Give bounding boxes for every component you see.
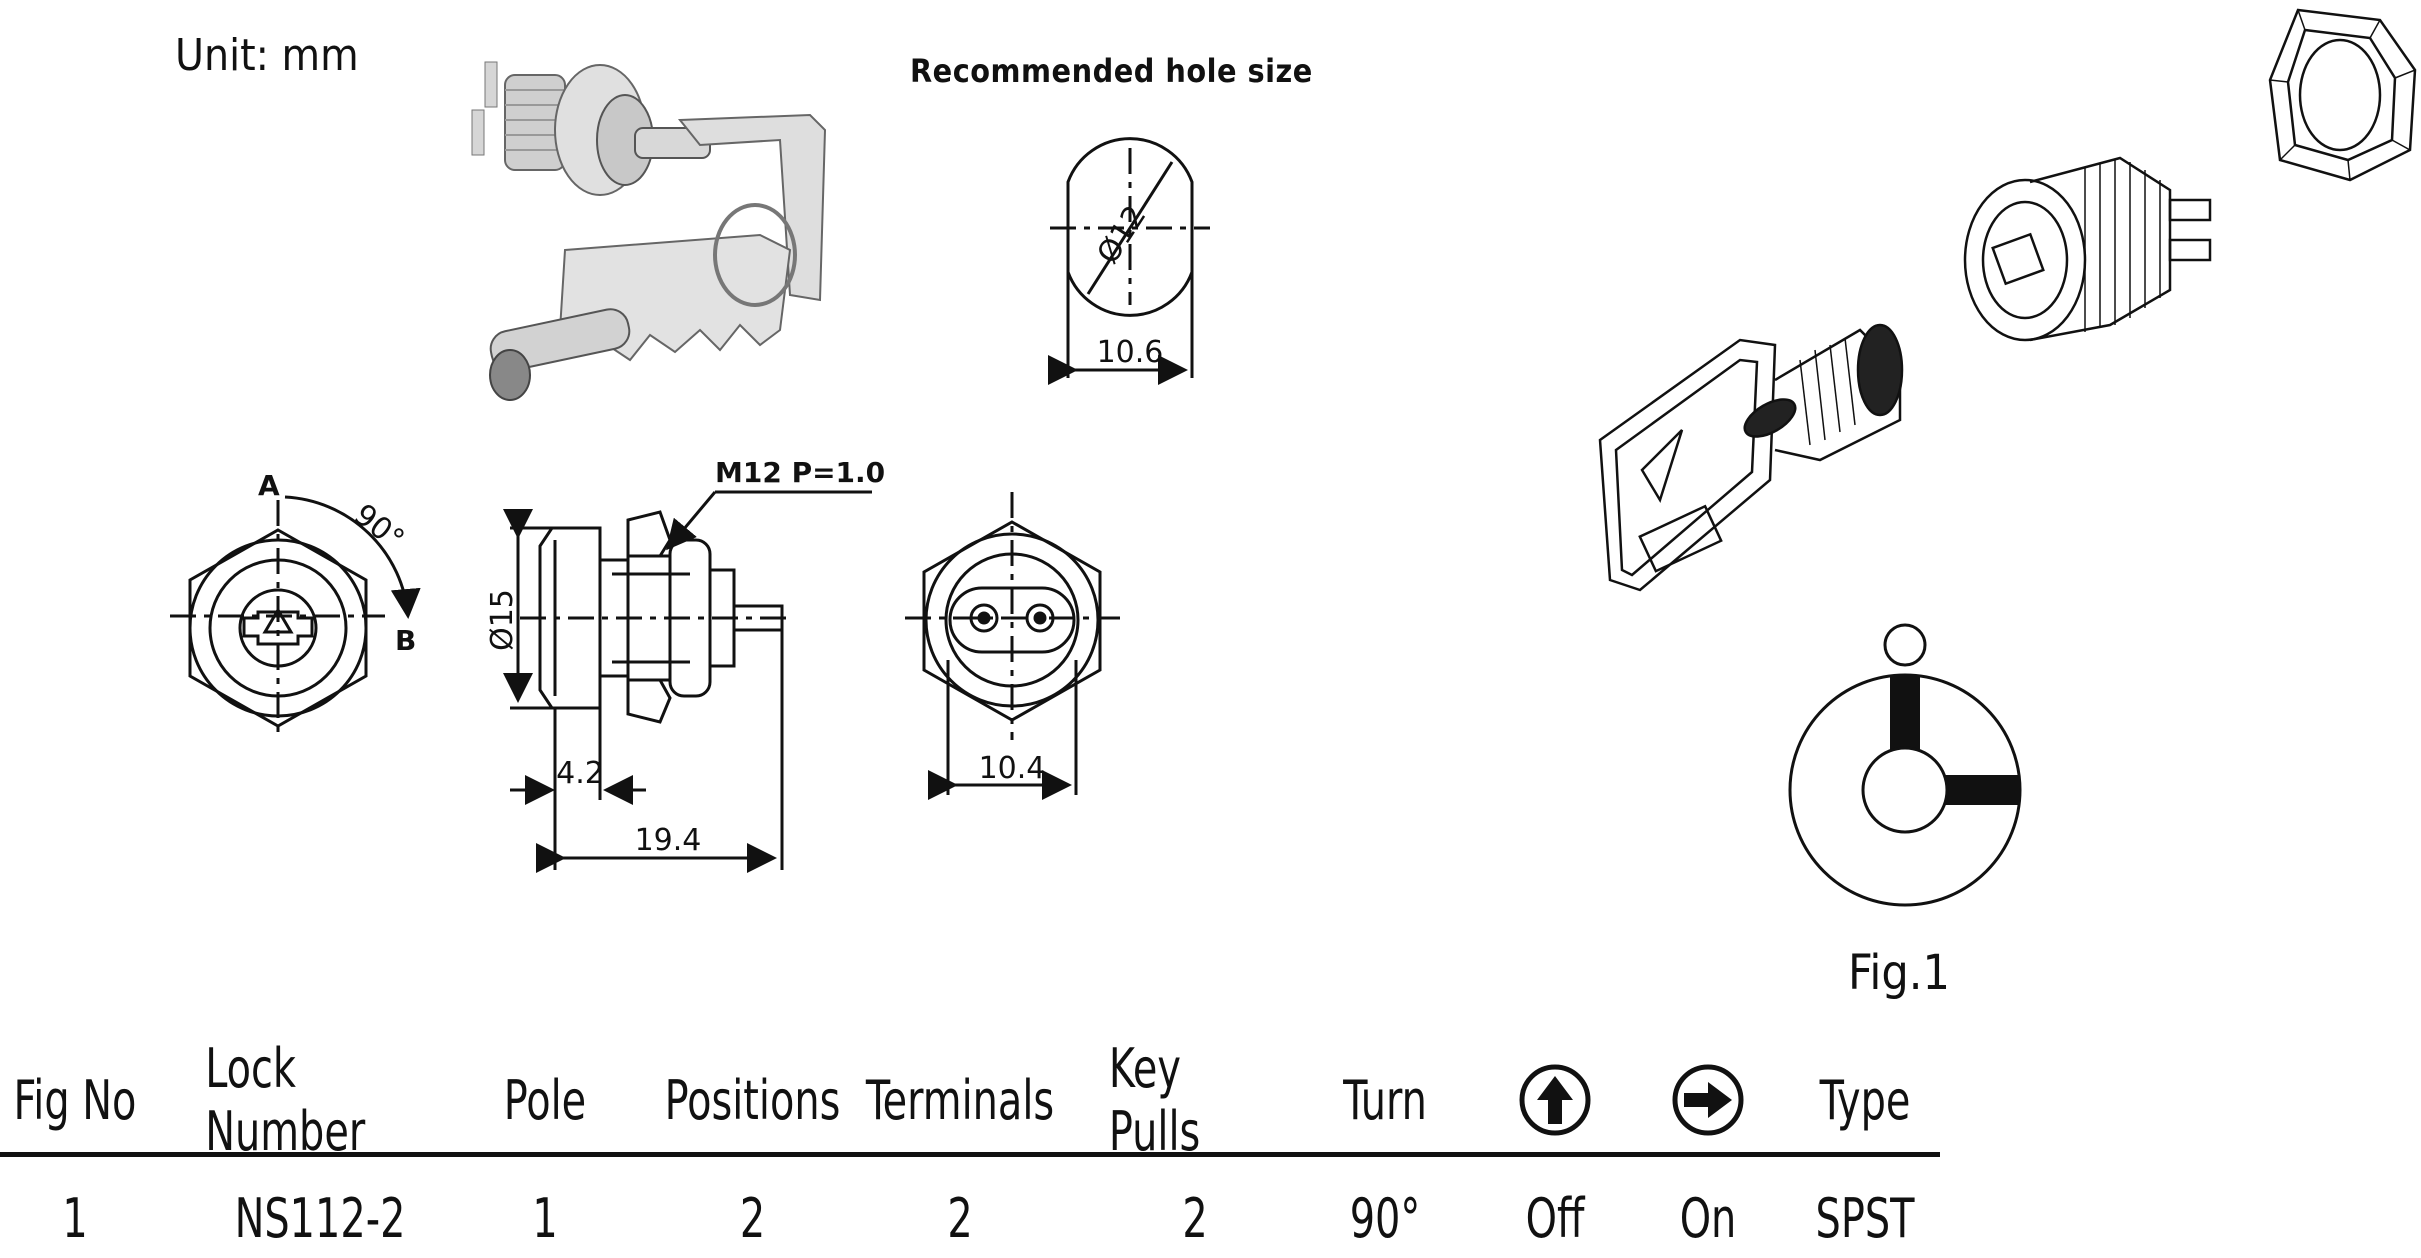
cell-key-pulls: 2 — [1182, 1186, 1208, 1250]
terminal-width-label: 10.4 — [979, 751, 1046, 786]
position-b-label: B — [395, 624, 416, 657]
recommended-hole-title: Recommended hole size — [910, 52, 1313, 90]
cell-turn: 90° — [1349, 1186, 1421, 1250]
side-view-drawing — [503, 490, 872, 873]
switch-position-diagram — [1788, 623, 2022, 907]
cell-pole: 1 — [532, 1186, 558, 1250]
hole-width-label: 10.6 — [1097, 335, 1164, 370]
table-row: 1 NS112-2 1 2 2 2 90° Off On SPST — [0, 1178, 1940, 1258]
position-a-label: A — [258, 469, 280, 502]
arrow-right-circle-icon — [1672, 1064, 1744, 1136]
flange-length-label: 4.2 — [556, 756, 604, 791]
cell-positions: 2 — [739, 1186, 766, 1250]
arrow-up-circle-icon — [1519, 1064, 1591, 1136]
header-fig-no: Fig No — [13, 1068, 137, 1132]
cell-type: SPST — [1815, 1186, 1915, 1250]
thread-spec-label: M12 P=1.0 — [715, 456, 885, 489]
header-turn: Turn — [1343, 1068, 1427, 1132]
cell-terminals: 2 — [947, 1186, 973, 1250]
header-rule — [0, 1152, 1940, 1157]
body-diameter-label: Ø15 — [485, 589, 520, 651]
cell-fig-no: 1 — [62, 1186, 88, 1250]
header-terminals: Terminals — [865, 1068, 1055, 1132]
rear-view-drawing — [905, 492, 1120, 800]
unit-label: Unit: mm — [175, 30, 359, 81]
hole-diameter-label: Ø12 — [1091, 199, 1154, 270]
table-header-row: Fig No Lock Number Pole Positions Termin… — [0, 1037, 1940, 1163]
front-view-drawing — [170, 495, 421, 740]
header-key-pulls: Key Pulls — [1108, 1037, 1201, 1163]
header-positions: Positions — [664, 1068, 841, 1132]
product-photo — [471, 61, 827, 401]
header-lock-number: Lock Number — [205, 1037, 366, 1163]
rotation-angle-label: 90° — [347, 497, 410, 557]
cell-lock-number: NS112-2 — [234, 1186, 406, 1250]
cell-off: Off — [1525, 1186, 1585, 1250]
header-off-position — [1515, 1060, 1595, 1140]
hole-size-drawing — [1048, 137, 1210, 385]
header-type: Type — [1819, 1068, 1911, 1132]
exploded-view-drawing — [1598, 8, 2417, 592]
figure-caption: Fig.1 — [1848, 945, 1950, 1001]
cell-on: On — [1679, 1186, 1737, 1250]
total-length-label: 19.4 — [635, 823, 702, 858]
header-on-position — [1668, 1060, 1748, 1140]
header-pole: Pole — [503, 1068, 587, 1132]
